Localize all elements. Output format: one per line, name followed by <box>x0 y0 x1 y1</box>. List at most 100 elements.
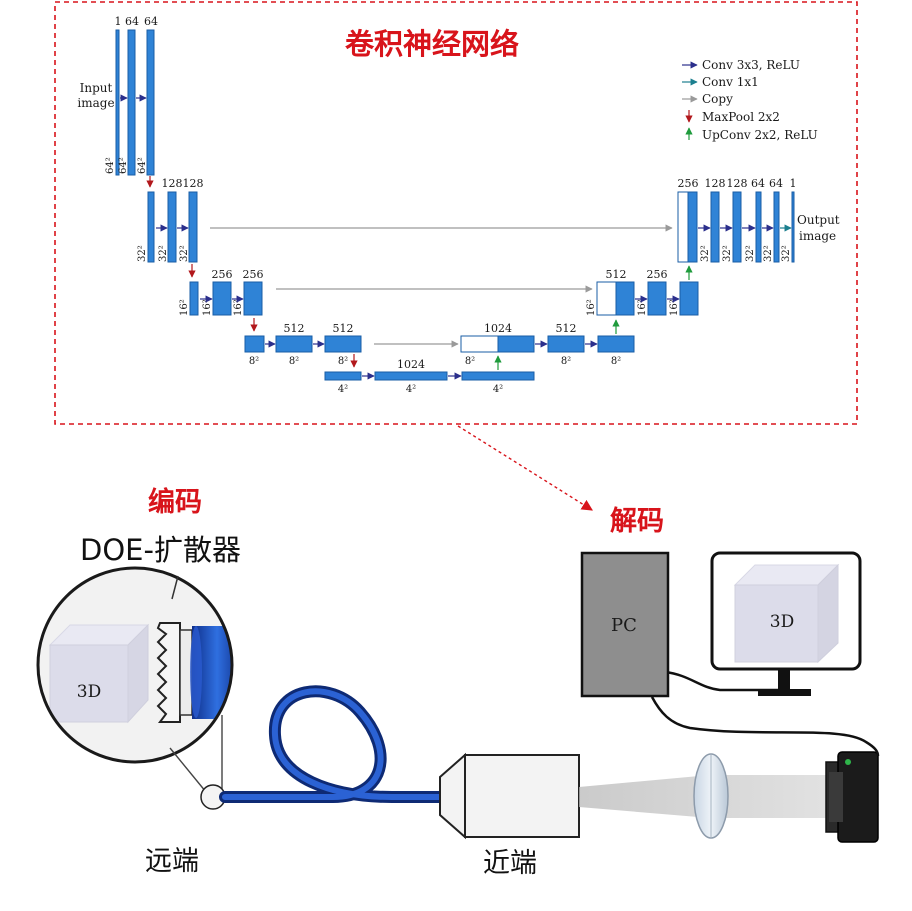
size-label: 4² <box>406 384 416 395</box>
feature-map <box>147 191 155 263</box>
channel-label: 512 <box>606 268 627 281</box>
feature-map <box>167 191 177 263</box>
size-label: 4² <box>338 384 348 395</box>
unet-panel: 卷积神经网络 Conv 3x3, ReLU Conv 1x1 Copy MaxP… <box>54 1 858 425</box>
pc-computer[interactable]: PC <box>580 551 670 698</box>
channel-label: 512 <box>333 322 354 335</box>
feature-map <box>497 335 535 353</box>
output-image-label-1: Output <box>797 213 840 227</box>
input-image-label-2: image <box>77 96 114 110</box>
unet-level-2: 128 128 32² 32² 32² <box>137 177 673 278</box>
monitor-cable <box>664 670 790 692</box>
optical-fiber <box>219 685 449 803</box>
encode-label: 编码 <box>148 486 202 518</box>
feature-map <box>146 29 155 176</box>
size-label: 8² <box>465 356 475 367</box>
channel-label: 256 <box>647 268 668 281</box>
channel-label: 64 <box>144 15 158 28</box>
feature-map <box>127 29 136 176</box>
size-label: 4² <box>493 384 503 395</box>
size-label: 32² <box>745 245 756 262</box>
cube-3d-right: 3D <box>733 563 840 664</box>
feature-map <box>732 191 742 263</box>
feature-map <box>710 191 720 263</box>
size-label: 64² <box>137 157 148 174</box>
size-label: 32² <box>158 245 169 262</box>
feature-map <box>791 191 795 263</box>
size-label: 32² <box>179 245 190 262</box>
channel-label: 512 <box>284 322 305 335</box>
magnifier-circle <box>36 566 234 764</box>
monitor[interactable]: 3D <box>710 551 862 696</box>
pc-label: PC <box>611 615 637 636</box>
feature-map <box>188 191 198 263</box>
legend-maxpool: MaxPool 2x2 <box>702 110 780 124</box>
size-label: 8² <box>289 356 299 367</box>
input-image-label-1: Input <box>80 81 113 95</box>
far-end-label: 远端 <box>145 846 199 877</box>
size-label: 64² <box>118 157 129 174</box>
camera <box>825 751 879 843</box>
size-label: 8² <box>338 356 348 367</box>
channel-label: 64 <box>769 177 783 190</box>
monitor-3d-label: 3D <box>770 612 794 632</box>
unet-level-1: 1 64 64 64² 64² 64² <box>105 15 158 188</box>
unet-up-level-2: 256 128 128 64 64 1 32² 32² 32² 32² 32² … <box>677 177 840 263</box>
channel-label: 1 <box>790 177 797 190</box>
feature-map <box>374 371 448 381</box>
decode-connector-arrow <box>457 425 593 511</box>
size-label: 16² <box>586 299 597 316</box>
size-label: 8² <box>611 356 621 367</box>
unet-title: 卷积神经网络 <box>345 27 519 61</box>
camera-cable <box>650 696 880 757</box>
feature-map <box>687 191 698 263</box>
channel-label: 256 <box>212 268 233 281</box>
size-label: 8² <box>249 356 259 367</box>
size-label: 8² <box>561 356 571 367</box>
feature-map <box>679 281 699 316</box>
feature-map <box>115 29 120 176</box>
channel-label: 1024 <box>484 322 512 335</box>
channel-label: 64 <box>751 177 765 190</box>
feature-map <box>324 371 362 381</box>
channel-label: 64 <box>125 15 139 28</box>
legend-copy: Copy <box>702 92 733 106</box>
legend-upconv: UpConv 2x2, ReLU <box>702 128 818 142</box>
magnifier-inset: 3D <box>36 566 234 810</box>
feature-map <box>189 281 199 316</box>
legend-conv1x1: Conv 1x1 <box>702 75 759 89</box>
near-end-label: 近端 <box>483 848 537 879</box>
copied-feature-map <box>596 281 617 316</box>
cube-3d-left: 3D <box>48 623 150 724</box>
output-image-label-2: image <box>799 229 836 243</box>
feature-map <box>615 281 635 316</box>
unet-up-level-4: 1024 512 8² 8² 8² <box>460 319 635 367</box>
copied-feature-map <box>460 335 499 353</box>
size-label: 16² <box>202 299 213 316</box>
feature-map <box>324 335 362 353</box>
size-label: 16² <box>669 299 680 316</box>
channel-label: 128 <box>162 177 183 190</box>
tube-lens <box>693 753 729 839</box>
size-label: 16² <box>637 299 648 316</box>
channel-label: 128 <box>727 177 748 190</box>
channel-label: 256 <box>678 177 699 190</box>
unet-level-4: 512 512 8² 8² 8² <box>244 322 459 368</box>
unet-level-5: 1024 4² 4² 4² <box>324 355 535 395</box>
feature-map <box>275 335 313 353</box>
channel-label: 1024 <box>397 358 425 371</box>
objective-lens <box>439 752 580 840</box>
decode-label: 解码 <box>610 506 664 537</box>
size-label: 16² <box>179 299 190 316</box>
feature-map <box>755 191 762 263</box>
doe-diffuser-label: DOE-扩散器 <box>80 533 241 567</box>
unet-legend: Conv 3x3, ReLU Conv 1x1 Copy MaxPool 2x2… <box>682 58 818 142</box>
channel-label: 256 <box>243 268 264 281</box>
size-label: 32² <box>781 245 792 262</box>
feature-map <box>244 335 265 353</box>
channel-label: 512 <box>556 322 577 335</box>
unet-dashed-frame <box>54 1 858 425</box>
feature-map <box>212 281 232 316</box>
size-label: 16² <box>233 299 244 316</box>
